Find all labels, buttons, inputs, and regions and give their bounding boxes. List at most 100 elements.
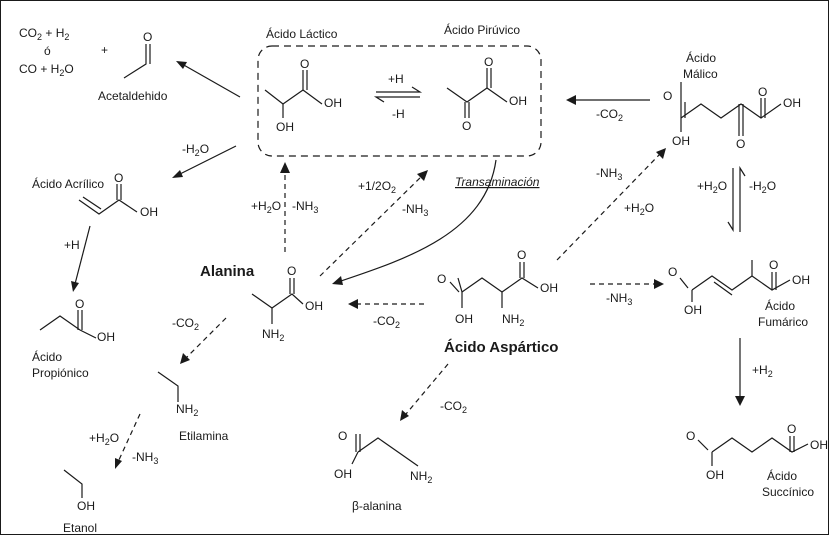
label-acido-succinico-2: Succínico xyxy=(762,485,814,499)
label-acido-piruvico: Ácido Pirúvico xyxy=(444,22,520,37)
arrow-to-acetaldehyde xyxy=(181,63,241,98)
svg-text:OH: OH xyxy=(706,468,724,482)
svg-text:+H2O: +H2O xyxy=(251,199,281,215)
svg-text:O: O xyxy=(484,55,493,69)
svg-text:CO2 + H2: CO2 + H2 xyxy=(19,26,69,42)
beta-alanine-structure: O OH NH2 xyxy=(334,429,432,485)
label-etilamina: Etilamina xyxy=(179,429,229,443)
svg-text:O: O xyxy=(114,171,123,185)
svg-text:+H2O: +H2O xyxy=(89,431,119,447)
svg-text:-H2O: -H2O xyxy=(182,142,209,158)
svg-text:OH: OH xyxy=(305,299,323,313)
svg-text:-NH3: -NH3 xyxy=(132,450,158,466)
svg-text:O: O xyxy=(338,429,347,443)
svg-text:+H2O: +H2O xyxy=(697,179,727,195)
arrow-alanine-to-pyruvic xyxy=(319,175,423,277)
succinic-acid-structure: O O OH OH xyxy=(686,422,828,482)
svg-text:+H: +H xyxy=(388,72,404,86)
svg-text:-H: -H xyxy=(392,107,405,121)
label-acido-acrilico: Ácido Acrílico xyxy=(32,176,104,191)
acetaldehyde-structure: O Acetaldehido xyxy=(98,30,168,103)
svg-text:-NH3: -NH3 xyxy=(402,202,428,218)
arrow-aspartic-to-malic xyxy=(556,153,661,261)
arrow-aspartic-to-beta-alanine xyxy=(405,363,449,415)
svg-text:+1/2O2: +1/2O2 xyxy=(358,179,396,195)
svg-text:NH2: NH2 xyxy=(410,469,432,485)
lactic-acid-structure: O OH OH xyxy=(264,57,342,134)
arrow-alanine-to-etilamina xyxy=(185,317,227,359)
label-acetaldehido: Acetaldehido xyxy=(98,89,168,103)
svg-text:OH: OH xyxy=(509,94,527,108)
svg-text:CO + H2O: CO + H2O xyxy=(19,62,74,78)
svg-text:O: O xyxy=(517,248,526,262)
svg-text:NH2: NH2 xyxy=(176,402,198,418)
svg-text:O: O xyxy=(758,85,767,99)
svg-text:-CO2: -CO2 xyxy=(440,399,467,415)
svg-text:OH: OH xyxy=(684,303,702,317)
arrow-to-acrylic xyxy=(177,145,237,176)
acrylic-acid-structure: O OH xyxy=(78,171,158,219)
ethanol-structure: OH xyxy=(63,469,95,513)
svg-text:O: O xyxy=(736,137,745,151)
label-alanina: Alanina xyxy=(200,263,255,280)
label-beta-alanina: β-alanina xyxy=(352,499,402,513)
svg-text:OH: OH xyxy=(810,438,828,452)
svg-text:+H: +H xyxy=(64,238,80,252)
svg-text:O: O xyxy=(769,258,778,272)
svg-text:O: O xyxy=(437,272,446,286)
svg-text:+: + xyxy=(101,43,108,57)
label-acido-fumarico-1: Ácido xyxy=(765,298,795,313)
label-etanol: Etanol xyxy=(63,521,97,535)
label-acido-propionico-2: Propiónico xyxy=(32,366,89,380)
svg-text:O: O xyxy=(686,429,695,443)
label-acido-aspartico: Ácido Aspártico xyxy=(444,339,558,356)
svg-text:-NH3: -NH3 xyxy=(292,199,318,215)
svg-text:+H2O: +H2O xyxy=(624,201,654,217)
svg-text:-NH3: -NH3 xyxy=(596,166,622,182)
svg-text:OH: OH xyxy=(324,96,342,110)
gas-products: CO2 + H2 ó CO + H2O + xyxy=(19,26,108,78)
svg-text:OH: OH xyxy=(334,467,352,481)
svg-text:-CO2: -CO2 xyxy=(172,316,199,332)
svg-text:O: O xyxy=(143,30,152,44)
svg-text:O: O xyxy=(287,264,296,278)
svg-text:-NH3: -NH3 xyxy=(606,291,632,307)
svg-text:OH: OH xyxy=(97,330,115,344)
malic-acid-structure: O O OH OH O xyxy=(663,82,801,151)
ethylamine-structure: NH2 xyxy=(157,371,198,418)
svg-text:OH: OH xyxy=(140,205,158,219)
arrow-to-propionic xyxy=(74,225,91,285)
label-acido-propionico-1: Ácido xyxy=(32,349,62,364)
svg-text:OH: OH xyxy=(672,134,690,148)
svg-text:O: O xyxy=(300,57,309,71)
alanine-structure: O OH NH2 xyxy=(251,264,323,343)
svg-text:OH: OH xyxy=(783,96,801,110)
svg-text:OH: OH xyxy=(77,499,95,513)
lactic-pyruvic-box xyxy=(257,45,542,157)
svg-text:-H2O: -H2O xyxy=(749,179,776,195)
label-acido-fumarico-2: Fumárico xyxy=(758,315,808,329)
svg-text:O: O xyxy=(668,265,677,279)
svg-text:O: O xyxy=(75,297,84,311)
label-acido-succinico-1: Ácido xyxy=(767,468,797,483)
svg-text:OH: OH xyxy=(792,273,810,287)
svg-text:NH2: NH2 xyxy=(502,312,524,328)
svg-text:OH: OH xyxy=(455,312,473,326)
svg-text:-CO2: -CO2 xyxy=(373,314,400,330)
pyruvic-acid-structure: O OH O xyxy=(446,55,527,133)
propionic-acid-structure: O OH xyxy=(39,297,115,344)
label-acido-malico-2: Málico xyxy=(683,67,718,81)
svg-text:OH: OH xyxy=(276,120,294,134)
label-transaminacion: Transaminación xyxy=(455,175,540,189)
svg-text:O: O xyxy=(462,119,471,133)
svg-text:OH: OH xyxy=(540,281,558,295)
aspartic-acid-structure: O O OH OH NH2 xyxy=(437,248,558,328)
malic-fumaric-equilibrium: +H2O -H2O xyxy=(697,165,776,233)
svg-text:O: O xyxy=(787,422,796,436)
label-acido-lactico: Ácido Láctico xyxy=(266,26,338,41)
svg-text:+H2: +H2 xyxy=(752,363,773,379)
equilibrium-arrows: +H -H xyxy=(373,72,423,121)
svg-text:-CO2: -CO2 xyxy=(596,107,623,123)
